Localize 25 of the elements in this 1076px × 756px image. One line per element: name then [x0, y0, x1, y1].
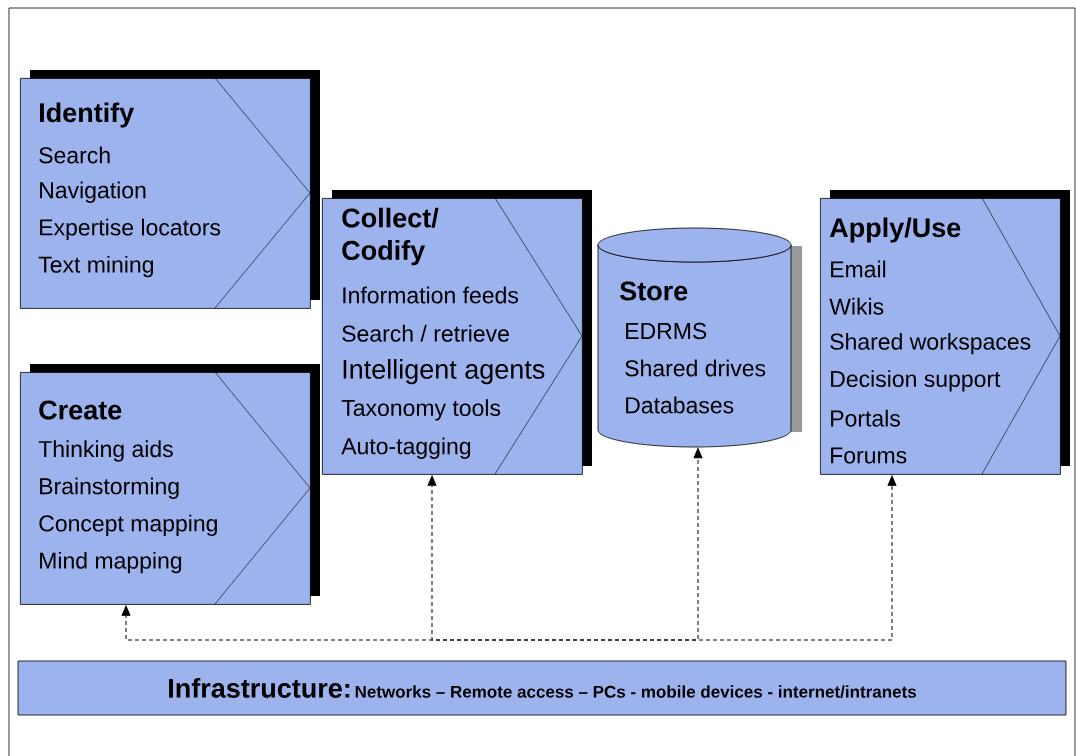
- list-item: Email: [831, 260, 886, 278]
- list-item: Shared workspaces: [830, 332, 1031, 355]
- list-item: Mind mapping: [40, 551, 182, 574]
- list-item: Shared drives: [625, 359, 766, 377]
- infrastructure-bar: Infrastructure: Networks – Remote access – PCs - mobile devices - internet/intranets: [17, 660, 1067, 716]
- list-item: Portals: [831, 409, 900, 427]
- list-item: Databases: [626, 396, 734, 414]
- list-item: Forums: [831, 447, 907, 464]
- list-item: Taxonomy tools: [341, 399, 501, 421]
- list-item: Information feeds: [343, 286, 519, 304]
- list-item: Navigation: [40, 181, 146, 203]
- dashed-arrow: [509, 475, 897, 641]
- list-item: Search / retrieve: [342, 324, 509, 342]
- list-item: Brainstorming: [40, 477, 179, 499]
- list-item: Wikis: [829, 297, 884, 315]
- list-item: Concept mapping: [39, 514, 217, 537]
- list-item: Text mining: [38, 255, 153, 278]
- list-item: Thinking aids: [38, 440, 173, 462]
- list-item: Search: [39, 146, 110, 164]
- list-item: Intelligent agents: [343, 359, 545, 385]
- list-item: Expertise locators: [40, 218, 221, 241]
- list-item: Decision support: [831, 370, 1001, 392]
- list-item: Auto-tagging: [341, 437, 471, 459]
- dashed-arrow: [427, 475, 511, 641]
- list-item: EDRMS: [626, 322, 707, 340]
